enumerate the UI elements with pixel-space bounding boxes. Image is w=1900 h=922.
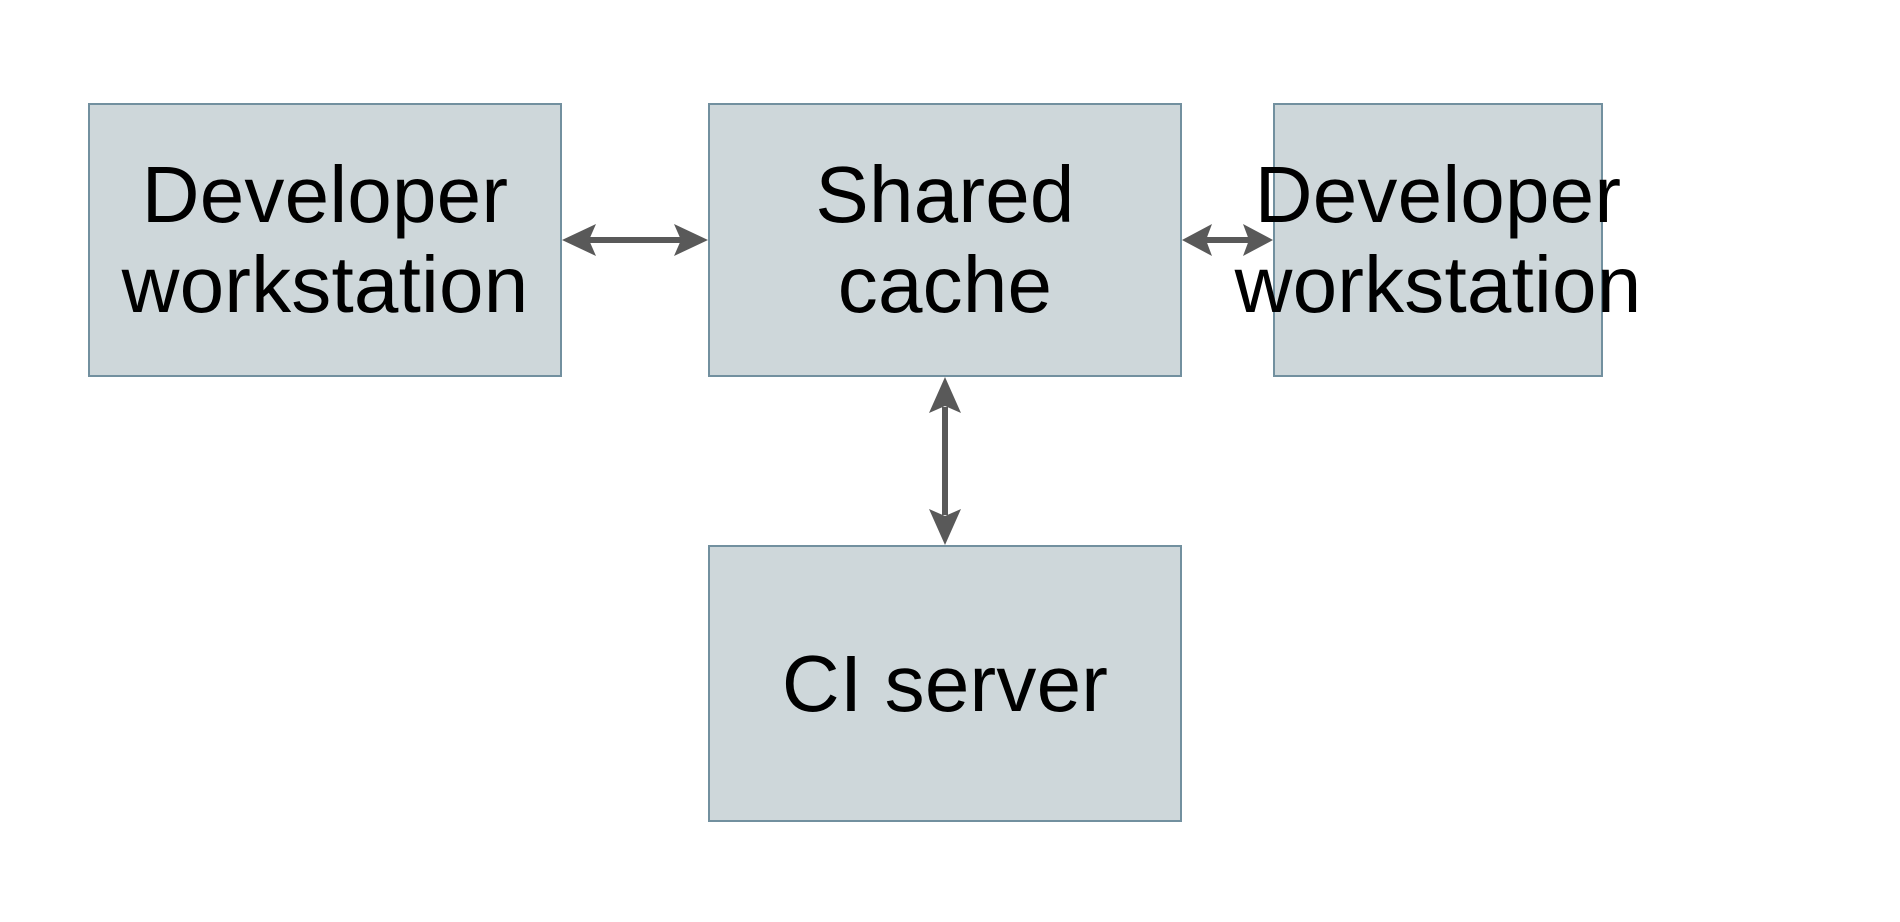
node-ci-server[interactable]: CI server (708, 545, 1182, 822)
node-developer-workstation-left[interactable]: Developer workstation (88, 103, 562, 377)
connector-left-workstation-to-shared-cache (562, 215, 708, 265)
node-shared-cache[interactable]: Shared cache (708, 103, 1182, 377)
double-arrow-icon (562, 224, 708, 256)
connector-ci-server-to-shared-cache (920, 377, 970, 545)
node-label-shared-cache: Shared cache (815, 150, 1075, 329)
node-label-ci-server: CI server (781, 638, 1109, 728)
double-arrow-vertical-icon (929, 377, 961, 545)
node-developer-workstation-right[interactable]: Developer workstation (1235, 103, 1641, 377)
node-label-developer-workstation-left: Developer workstation (121, 150, 529, 329)
node-label-developer-workstation-right: Developer workstation (1234, 150, 1642, 329)
